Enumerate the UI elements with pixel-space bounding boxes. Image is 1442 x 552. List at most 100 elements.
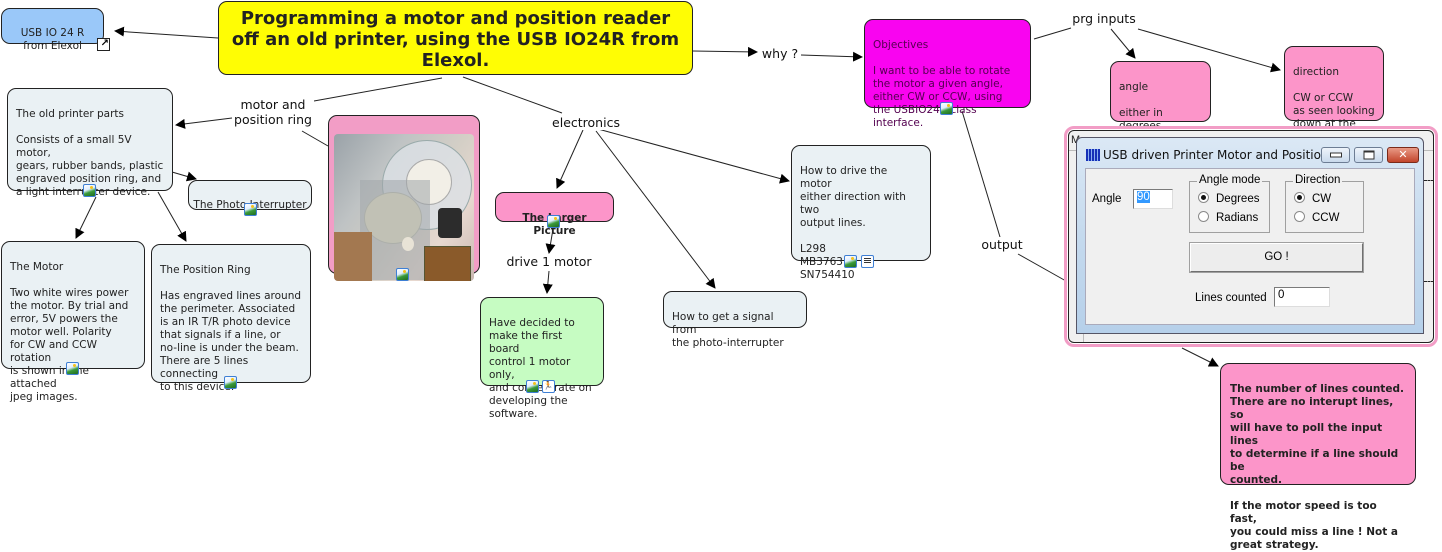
radio-cw-label: CW bbox=[1312, 193, 1332, 205]
link-why[interactable]: why ? bbox=[759, 46, 801, 61]
edge-electronics-signal bbox=[595, 130, 716, 289]
node-position-ring-text: The Position Ring Has engraved lines aro… bbox=[160, 264, 302, 393]
angle-input[interactable]: 90 bbox=[1133, 189, 1173, 209]
runner-icon[interactable] bbox=[542, 380, 555, 393]
radio-degrees-label: Degrees bbox=[1216, 193, 1260, 205]
radio-cw[interactable]: CW bbox=[1294, 192, 1331, 205]
angle-mode-group: Angle mode Degrees Radians bbox=[1189, 174, 1270, 233]
radio-dot-selected bbox=[1198, 192, 1209, 203]
image-icon[interactable] bbox=[940, 102, 953, 115]
node-old-printer-parts-text: The old printer parts Consists of a smal… bbox=[16, 108, 164, 198]
image-icon[interactable] bbox=[526, 380, 539, 393]
edge-prg-angle bbox=[1110, 28, 1136, 59]
node-drive-decision[interactable]: Have decided to make the first board con… bbox=[480, 297, 604, 420]
direction-group: Direction CW CCW bbox=[1285, 174, 1364, 233]
edge-electronics-drive bbox=[597, 128, 790, 184]
diagram-title[interactable]: Programming a motor and position reader … bbox=[218, 1, 693, 75]
angle-mode-title: Angle mode bbox=[1197, 174, 1263, 186]
radio-degrees[interactable]: Degrees bbox=[1198, 192, 1259, 205]
maximize-icon bbox=[1363, 150, 1374, 160]
angle-label: Angle bbox=[1092, 193, 1122, 205]
close-icon: ✕ bbox=[1398, 148, 1408, 161]
direction-title: Direction bbox=[1293, 174, 1343, 186]
node-drive-motor[interactable]: How to drive the motor either direction … bbox=[791, 145, 931, 281]
node-lines-counted[interactable]: The number of lines counted. There are n… bbox=[1220, 363, 1416, 551]
app-window[interactable]: USB driven Printer Motor and Position...… bbox=[1076, 137, 1424, 334]
image-icon[interactable] bbox=[547, 215, 560, 228]
edge-title-why bbox=[692, 46, 758, 57]
lines-counted-field[interactable]: 0 bbox=[1274, 287, 1330, 307]
node-the-motor[interactable]: The Motor Two white wires power the moto… bbox=[1, 241, 145, 403]
node-objectives-text: Objectives I want to be able to rotate t… bbox=[873, 39, 1011, 129]
edge-output-window bbox=[1017, 253, 1067, 282]
node-objectives[interactable]: Objectives I want to be able to rotate t… bbox=[864, 19, 1031, 129]
image-icon[interactable] bbox=[844, 255, 857, 268]
edge-motorring-parts bbox=[175, 117, 233, 129]
node-position-ring[interactable]: The Position Ring Has engraved lines aro… bbox=[151, 244, 311, 393]
edge-window-lines bbox=[1181, 347, 1219, 367]
lines-counted-label: Lines counted bbox=[1195, 292, 1267, 304]
printer-photo-image bbox=[334, 134, 474, 281]
edge-motorring-photo bbox=[301, 130, 329, 147]
link-prg-inputs[interactable]: prg inputs bbox=[1071, 11, 1137, 26]
edge-parts-motor bbox=[75, 196, 97, 239]
diagram-title-text: Programming a motor and position reader … bbox=[231, 8, 680, 71]
angle-input-value: 90 bbox=[1137, 191, 1150, 203]
document-icon[interactable] bbox=[861, 255, 874, 268]
edge-title-motorring bbox=[313, 77, 443, 102]
background-window-letter: M bbox=[1071, 134, 1080, 146]
edge-parts-ring bbox=[157, 191, 187, 242]
radio-ccw-label: CCW bbox=[1312, 212, 1340, 224]
node-usb-io24r-text: USB IO 24 R from Elexol bbox=[20, 27, 85, 52]
link-motor-and-position-ring[interactable]: motor and position ring bbox=[232, 97, 314, 127]
node-usb-io24r[interactable]: USB IO 24 R from Elexol bbox=[1, 8, 104, 52]
node-photo-signal[interactable]: How to get a signal from the photo-inter… bbox=[663, 291, 807, 349]
lines-counted-value: 0 bbox=[1278, 289, 1285, 301]
background-window-tick bbox=[1424, 180, 1434, 181]
edge-why-objectives bbox=[800, 51, 863, 62]
node-the-motor-text: The Motor Two white wires power the moto… bbox=[10, 261, 129, 403]
image-icon[interactable] bbox=[396, 268, 409, 281]
background-window-tick bbox=[1424, 281, 1434, 282]
radio-ccw[interactable]: CCW bbox=[1294, 211, 1339, 224]
minimize-button[interactable] bbox=[1321, 147, 1350, 163]
radio-dot bbox=[1294, 211, 1305, 222]
edge-drive1-decision bbox=[542, 270, 553, 294]
link-icon[interactable] bbox=[97, 38, 110, 51]
node-drive-decision-text: Have decided to make the first board con… bbox=[489, 317, 592, 420]
minimize-icon bbox=[1329, 152, 1342, 158]
edge-objectives-prg bbox=[1033, 27, 1072, 40]
image-icon[interactable] bbox=[244, 203, 257, 216]
image-icon[interactable] bbox=[224, 376, 237, 389]
edge-objectives-output bbox=[961, 110, 1001, 238]
app-icon bbox=[1086, 149, 1100, 161]
link-drive-1-motor[interactable]: drive 1 motor bbox=[505, 254, 593, 269]
radio-radians-label: Radians bbox=[1216, 212, 1259, 224]
image-icon[interactable] bbox=[66, 362, 79, 375]
node-printer-photo[interactable] bbox=[328, 115, 480, 281]
radio-dot-selected bbox=[1294, 192, 1305, 203]
edge-title-electronics bbox=[462, 76, 563, 114]
link-output[interactable]: output bbox=[980, 237, 1024, 252]
edge-electronics-larger bbox=[556, 129, 584, 189]
connection-lines bbox=[75, 26, 1281, 367]
window-title: USB driven Printer Motor and Position... bbox=[1103, 148, 1341, 162]
edge-larger-drive1 bbox=[545, 228, 556, 254]
edge-parts-photointerrupter bbox=[171, 171, 197, 182]
node-old-printer-parts[interactable]: The old printer parts Consists of a smal… bbox=[7, 88, 173, 198]
image-icon[interactable] bbox=[83, 184, 96, 197]
node-lines-counted-text: The number of lines counted. There are n… bbox=[1230, 383, 1404, 551]
go-button[interactable]: GO ! bbox=[1189, 242, 1364, 273]
edge-prg-direction bbox=[1137, 28, 1281, 73]
radio-dot bbox=[1198, 211, 1209, 222]
node-photo-signal-text: How to get a signal from the photo-inter… bbox=[672, 311, 784, 349]
go-button-label: GO ! bbox=[1264, 251, 1289, 263]
node-photo-interrupter-text: The Photo Interrupter bbox=[193, 199, 307, 211]
maximize-button[interactable] bbox=[1354, 147, 1383, 163]
node-direction[interactable]: direction CW or CCW as seen looking down… bbox=[1284, 46, 1384, 143]
link-electronics[interactable]: electronics bbox=[551, 115, 621, 130]
node-angle[interactable]: angle either in degrees or in radians bbox=[1110, 61, 1211, 145]
node-drive-motor-text: How to drive the motor either direction … bbox=[800, 165, 906, 281]
radio-radians[interactable]: Radians bbox=[1198, 211, 1258, 224]
close-button[interactable]: ✕ bbox=[1387, 147, 1419, 163]
